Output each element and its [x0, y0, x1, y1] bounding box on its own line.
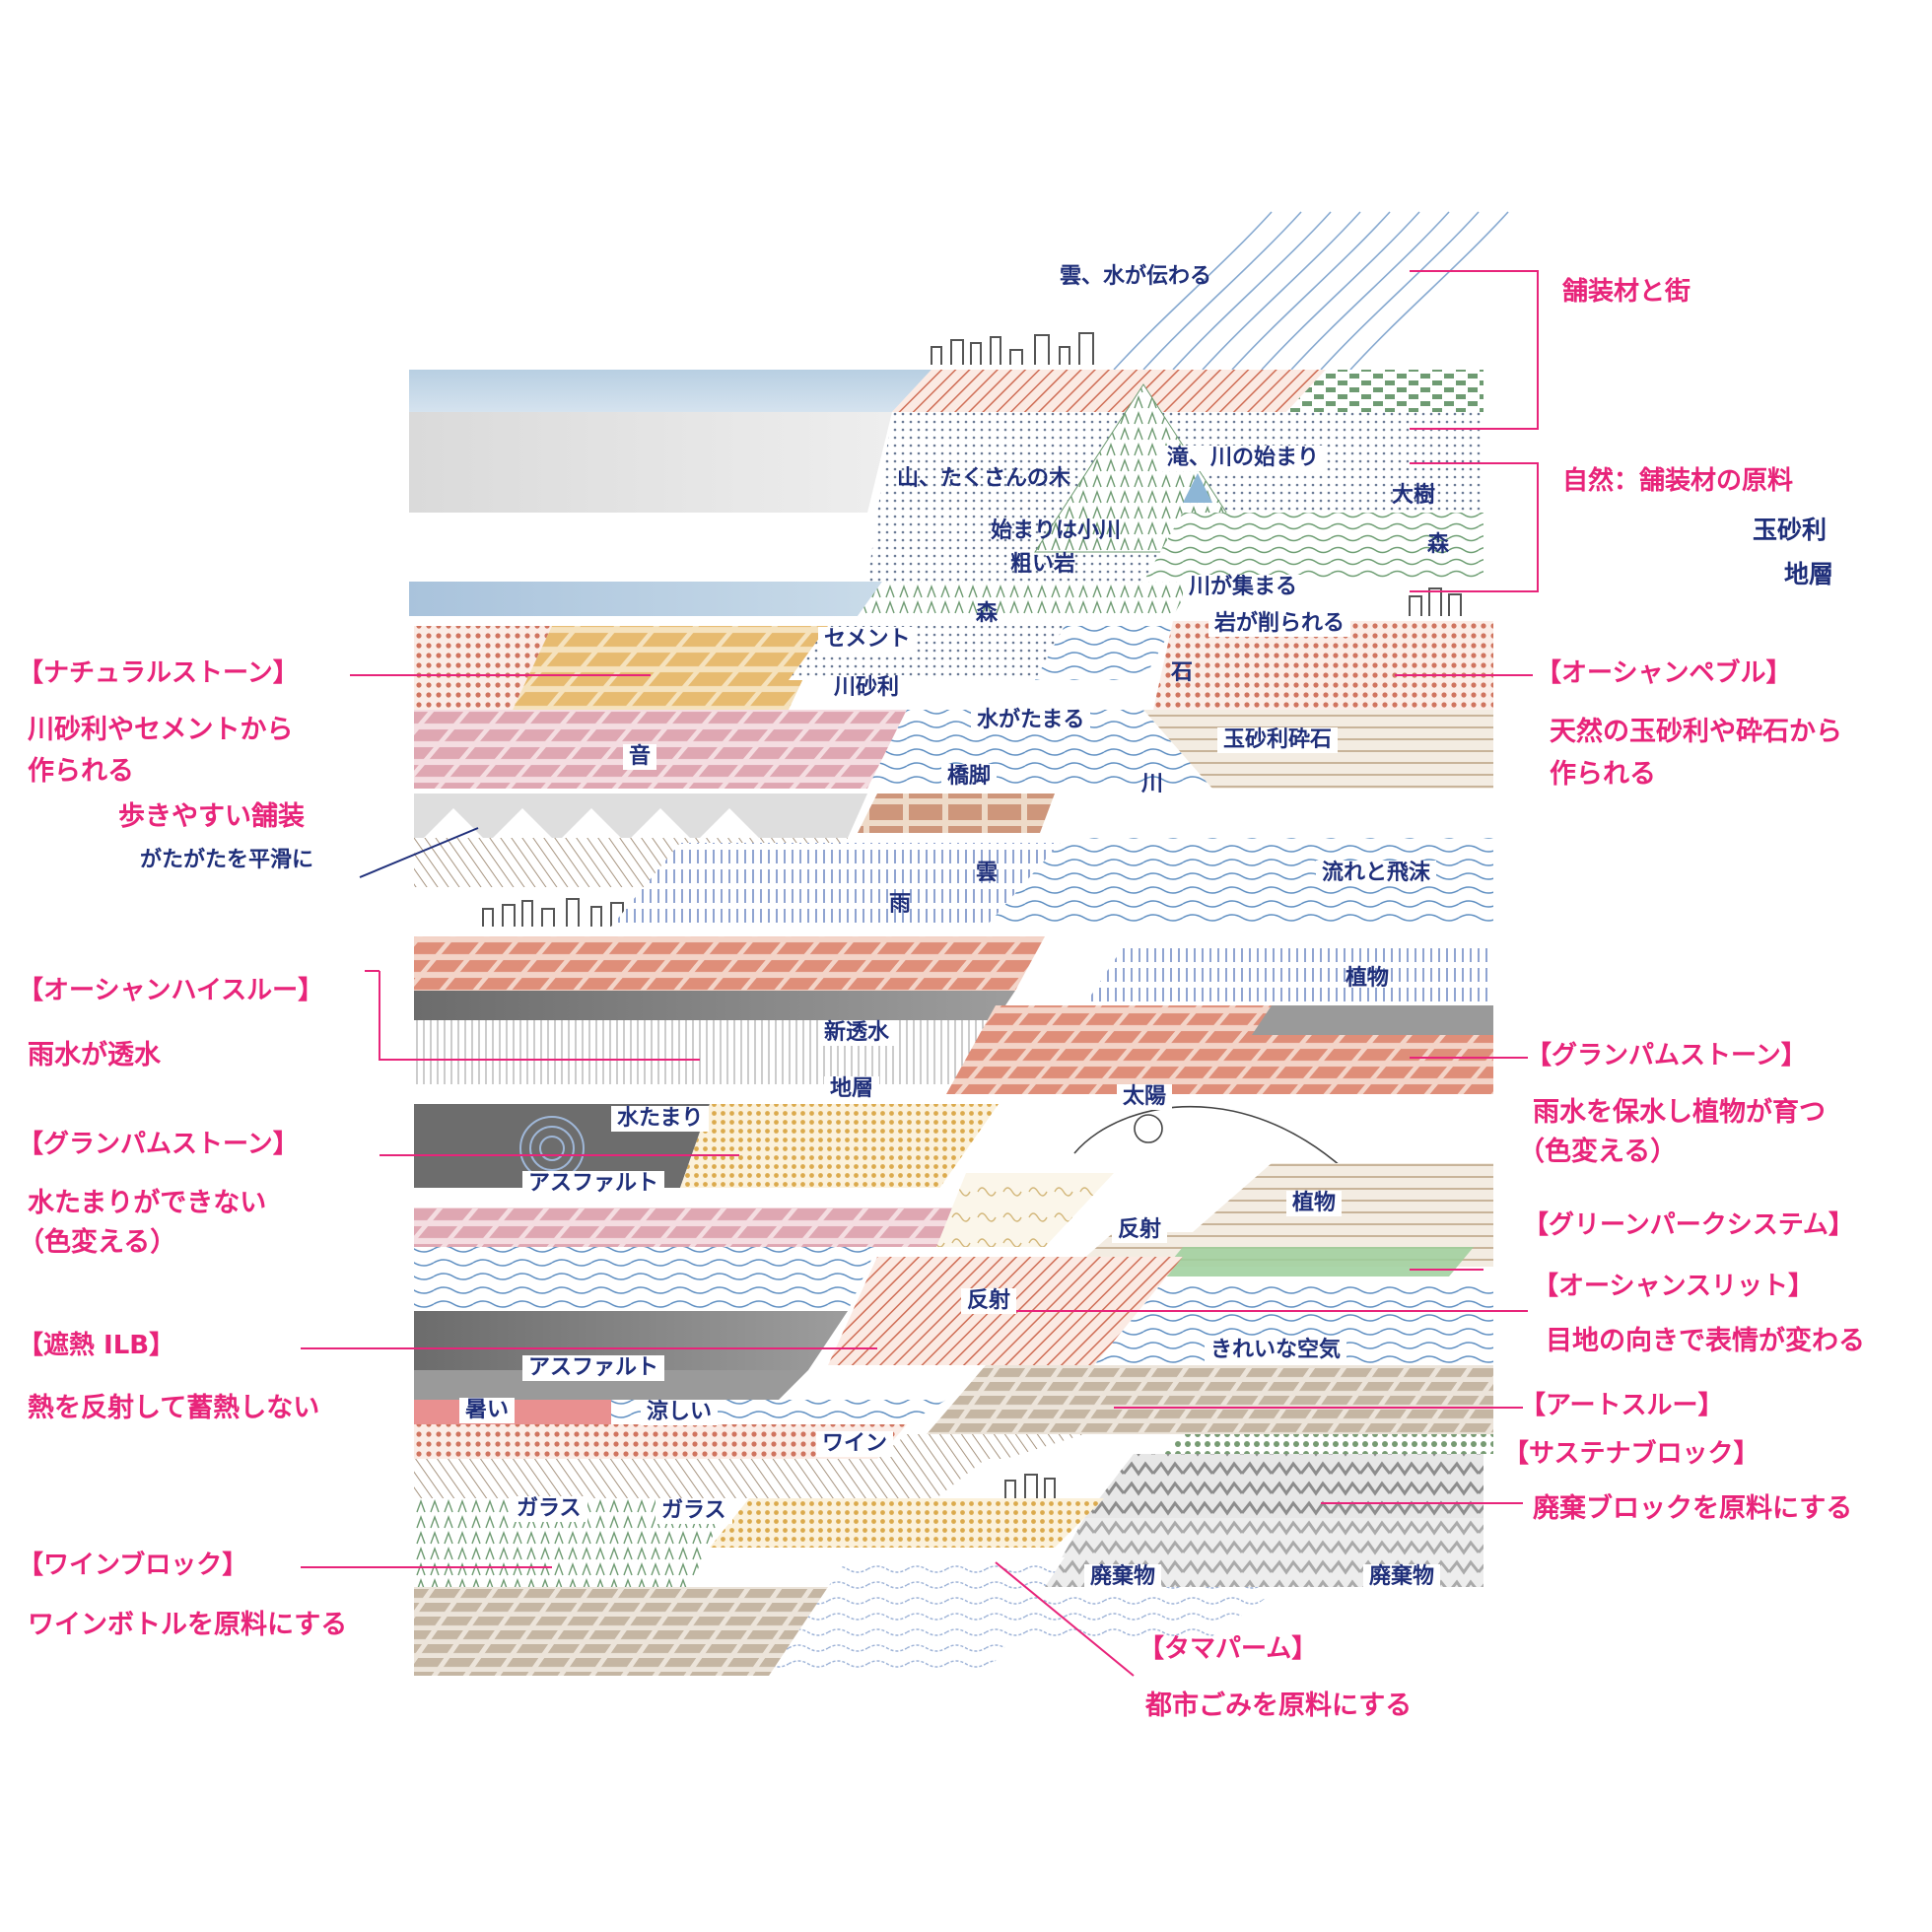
- label-kawa: 川: [1141, 772, 1164, 796]
- label-ishi: 石: [1171, 660, 1194, 685]
- annotation-shizen: 自然：舗装材の原料: [1562, 466, 1794, 496]
- label-taiyou: 太陽: [1117, 1084, 1173, 1110]
- label-kumo: 雲: [976, 861, 999, 885]
- ocean-pebble-desc-2: 作られる: [1550, 759, 1656, 790]
- label-haikibutsu-1: 廃棄物: [1084, 1564, 1162, 1590]
- label-mizu-tamaru: 水がたまる: [971, 708, 1091, 733]
- gatagata-label: がたがたを平滑に: [140, 848, 314, 872]
- label-chisou: 地層: [824, 1076, 880, 1102]
- label-taki: 滝、川の始まり: [1161, 446, 1326, 471]
- label-shokubutsu-1: 植物: [1346, 966, 1390, 991]
- sustena-desc: 廃棄ブロックを原料にする: [1533, 1493, 1853, 1524]
- natural-stone-desc-1: 川砂利やセメントから: [28, 715, 294, 745]
- label-ame: 雨: [889, 892, 912, 917]
- ocean-pebble-desc-1: 天然の玉砂利や砕石から: [1550, 717, 1842, 747]
- label-kawajari: 川砂利: [828, 675, 906, 701]
- granpam-right-title: 【グランパムストーン】: [1526, 1041, 1807, 1070]
- ocean-high-desc: 雨水が透水: [28, 1040, 161, 1070]
- label-haikibutsu-2: 廃棄物: [1363, 1564, 1441, 1590]
- label-kyakyaku: 橋脚: [941, 764, 998, 790]
- wine-block-title: 【ワインブロック】: [18, 1551, 248, 1580]
- label-glass-2: ガラス: [656, 1498, 732, 1524]
- label-kawa-atsumaru: 川が集まる: [1183, 575, 1304, 600]
- natural-stone-desc-2: 作られる: [28, 756, 134, 787]
- ilb-desc: 熱を反射して蓄熱しない: [28, 1393, 320, 1423]
- granpam-left-desc-1: 水たまりができない: [28, 1188, 267, 1218]
- label-hansha-1: 反射: [1112, 1217, 1168, 1243]
- label-hajimari: 始まりは小川: [991, 518, 1122, 543]
- wine-block-desc: ワインボトルを原料にする: [28, 1610, 348, 1640]
- label-atsui: 暑い: [459, 1398, 516, 1423]
- tamapalm-title: 【タマパーム】: [1138, 1634, 1318, 1664]
- label-oto: 音: [623, 744, 657, 770]
- arukiyasui-label: 歩きやすい舗装: [118, 801, 305, 832]
- tamapalm-desc: 都市ごみを原料にする: [1145, 1690, 1413, 1721]
- label-mizutamari: 水たまり: [611, 1106, 710, 1132]
- label-asphalt-2: アスファルト: [522, 1355, 665, 1381]
- annotation-hosouzai: 舗装材と街: [1562, 277, 1691, 307]
- label-wine: ワイン: [816, 1431, 894, 1457]
- label-mori-2: 森: [976, 601, 999, 626]
- granpam-right-desc-1: 雨水を保水し植物が育つ: [1533, 1097, 1826, 1128]
- green-park-title: 【グリーンパークシステム】: [1523, 1210, 1854, 1240]
- ocean-pebble-title: 【オーシャンペブル】: [1536, 658, 1792, 688]
- granpam-right-desc-2: （色変える）: [1518, 1137, 1678, 1167]
- label-taiju: 大樹: [1392, 483, 1436, 508]
- sustena-title: 【サステナブロック】: [1503, 1439, 1760, 1469]
- label-asphalt-1: アスファルト: [522, 1171, 665, 1197]
- label-shokubutsu-2: 植物: [1286, 1191, 1343, 1216]
- label-shintousui: 新透水: [818, 1020, 896, 1046]
- label-iwa-kezurareru: 岩が削られる: [1208, 611, 1351, 637]
- annotation-chisou: 地層: [1784, 560, 1834, 588]
- art-through-title: 【アートスルー】: [1520, 1391, 1724, 1420]
- label-yama: 山、たくさんの木: [897, 466, 1071, 491]
- ocean-slit-title: 【オーシャンスリット】: [1533, 1272, 1814, 1301]
- label-kumo-mizu: 雲、水が伝わる: [1060, 264, 1212, 289]
- granpam-left-title: 【グランパムストーン】: [18, 1130, 299, 1159]
- label-tamajari-saiseki: 玉砂利砕石: [1217, 727, 1339, 753]
- ocean-high-title: 【オーシャンハイスルー】: [18, 976, 324, 1005]
- ocean-slit-desc: 目地の向きで表情が変わる: [1546, 1326, 1865, 1356]
- label-glass-1: ガラス: [511, 1496, 587, 1522]
- label-mori-1: 森: [1427, 532, 1450, 557]
- annotation-tamajari: 玉砂利: [1753, 516, 1828, 544]
- label-suzushii: 涼しい: [641, 1400, 719, 1425]
- label-hansha-2: 反射: [961, 1288, 1017, 1314]
- label-arai-iwa: 粗い岩: [1010, 552, 1076, 577]
- granpam-left-desc-2: （色変える）: [18, 1227, 177, 1258]
- label-nagare: 流れと飛沫: [1316, 861, 1437, 886]
- label-kirei: きれいな空気: [1205, 1338, 1347, 1363]
- label-cement: セメント: [818, 627, 917, 653]
- ilb-title: 【遮熱 ILB】: [18, 1331, 175, 1360]
- natural-stone-title: 【ナチュラルストーン】: [18, 658, 299, 688]
